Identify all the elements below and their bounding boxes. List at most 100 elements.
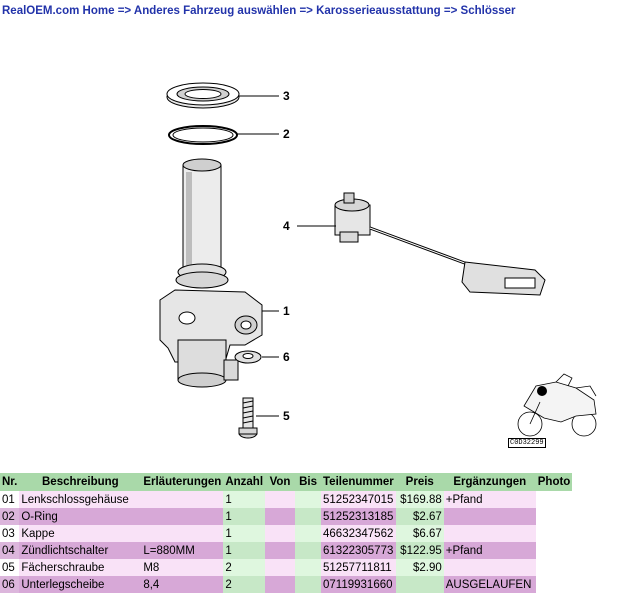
cell-desc[interactable]: Lenkschlossgehäuse: [19, 491, 142, 508]
callout-2[interactable]: 2: [283, 127, 290, 141]
cell-part-number[interactable]: 61322305773: [321, 542, 396, 559]
cell-notes: [141, 525, 224, 542]
col-von: Von: [265, 473, 296, 491]
table-header-row: Nr. Beschreibung Erläuterungen Anzahl Vo…: [0, 473, 573, 491]
col-teilenummer: Teilenummer: [321, 473, 396, 491]
cell-desc[interactable]: Kappe: [19, 525, 142, 542]
col-anzahl: Anzahl: [223, 473, 266, 491]
cell-nr: 03: [0, 525, 20, 542]
breadcrumb-category-link[interactable]: Karosserieausstattung: [316, 5, 441, 17]
table-row[interactable]: 04 Zündlichtschalter L=880MM 1 613223057…: [0, 542, 573, 559]
col-bis: Bis: [295, 473, 322, 491]
part-1-lock-housing-drawing: [159, 158, 263, 388]
col-erlaeuterungen: Erläuterungen: [141, 473, 224, 491]
breadcrumb-separator: =>: [299, 5, 313, 17]
cell-notes: L=880MM: [141, 542, 224, 559]
col-beschreibung: Beschreibung: [19, 473, 142, 491]
cell-notes: M8: [141, 559, 224, 576]
parts-diagram[interactable]: [0, 0, 641, 470]
lock-location-marker: [537, 386, 547, 396]
cell-from: [265, 525, 296, 542]
breadcrumb-vehicle-link[interactable]: Anderes Fahrzeug auswählen: [133, 5, 297, 17]
cell-price: $6.67: [395, 525, 444, 542]
callout-6[interactable]: 6: [283, 350, 290, 364]
cell-to: [295, 491, 322, 508]
part-6-washer-drawing: [234, 350, 262, 364]
breadcrumb-separator: =>: [443, 5, 458, 17]
cell-nr: 01: [0, 491, 20, 508]
table-row[interactable]: 06 Unterlegscheibe 8,4 2 07119931660 AUS…: [0, 576, 573, 593]
cell-part-number[interactable]: 51252347015: [321, 491, 396, 508]
cell-part-number[interactable]: 51257711811: [321, 559, 396, 576]
cell-qty: 2: [223, 559, 266, 576]
cell-extra: AUSGELAUFEN: [443, 576, 536, 593]
cell-extra: [443, 508, 536, 525]
motorcycle-thumbnail: [506, 366, 604, 452]
cell-price: $122.95: [395, 542, 444, 559]
part-3-cap-drawing: [166, 82, 240, 109]
cell-photo: [535, 576, 573, 593]
col-photo: Photo: [535, 473, 573, 491]
part-2-o-ring-drawing: [168, 125, 238, 145]
cell-nr: 02: [0, 508, 20, 525]
cell-nr: 06: [0, 576, 20, 593]
callout-4[interactable]: 4: [283, 219, 290, 233]
cell-photo: [535, 491, 573, 508]
cell-desc[interactable]: Zündlichtschalter: [19, 542, 142, 559]
cell-desc[interactable]: O-Ring: [19, 508, 142, 525]
cell-part-number[interactable]: 07119931660: [321, 576, 396, 593]
cell-desc[interactable]: Unterlegscheibe: [19, 576, 142, 593]
callout-leader-lines: [237, 95, 336, 417]
cell-qty: 1: [223, 491, 266, 508]
cell-qty: 1: [223, 508, 266, 525]
cell-from: [265, 508, 296, 525]
cell-to: [295, 576, 322, 593]
cell-qty: 2: [223, 576, 266, 593]
cell-extra: [443, 525, 536, 542]
diagram-code: C0D32299: [508, 438, 546, 448]
table-row[interactable]: 05 Fächerschraube M8 2 51257711811 $2.90: [0, 559, 573, 576]
cell-to: [295, 508, 322, 525]
col-nr: Nr.: [0, 473, 20, 491]
cell-to: [295, 525, 322, 542]
table-row[interactable]: 02 O-Ring 1 51252313185 $2.67: [0, 508, 573, 525]
cell-photo: [535, 508, 573, 525]
cell-price: $169.88: [395, 491, 444, 508]
cell-extra: +Pfand: [443, 542, 536, 559]
cell-nr: 05: [0, 559, 20, 576]
cell-price: [395, 576, 444, 593]
cell-extra: +Pfand: [443, 491, 536, 508]
part-5-screw-drawing: [238, 397, 258, 439]
cell-part-number[interactable]: 51252313185: [321, 508, 396, 525]
callout-3[interactable]: 3: [283, 89, 290, 103]
cell-notes: [141, 491, 224, 508]
cell-part-number[interactable]: 46632347562: [321, 525, 396, 542]
cell-nr: 04: [0, 542, 20, 559]
cell-photo: [535, 542, 573, 559]
callout-1[interactable]: 1: [283, 304, 290, 318]
cell-extra: [443, 559, 536, 576]
cell-from: [265, 576, 296, 593]
cell-desc[interactable]: Fächerschraube: [19, 559, 142, 576]
cell-price: $2.90: [395, 559, 444, 576]
cell-price: $2.67: [395, 508, 444, 525]
part-4-ignition-switch-drawing: [334, 192, 546, 296]
cell-from: [265, 491, 296, 508]
cell-from: [265, 559, 296, 576]
cell-to: [295, 559, 322, 576]
table-row[interactable]: 01 Lenkschlossgehäuse 1 51252347015 $169…: [0, 491, 573, 508]
col-ergaenzungen: Ergänzungen: [443, 473, 536, 491]
cell-from: [265, 542, 296, 559]
breadcrumb: RealOEM.com Home => Anderes Fahrzeug aus…: [2, 5, 516, 17]
breadcrumb-separator: =>: [117, 5, 132, 17]
cell-notes: [141, 508, 224, 525]
parts-table: Nr. Beschreibung Erläuterungen Anzahl Vo…: [0, 473, 573, 593]
cell-to: [295, 542, 322, 559]
cell-qty: 1: [223, 525, 266, 542]
breadcrumb-home-link[interactable]: RealOEM.com Home: [2, 5, 115, 17]
table-row[interactable]: 03 Kappe 1 46632347562 $6.67: [0, 525, 573, 542]
cell-qty: 1: [223, 542, 266, 559]
callout-5[interactable]: 5: [283, 409, 290, 423]
cell-photo: [535, 559, 573, 576]
breadcrumb-subcategory-link[interactable]: Schlösser: [460, 5, 516, 17]
